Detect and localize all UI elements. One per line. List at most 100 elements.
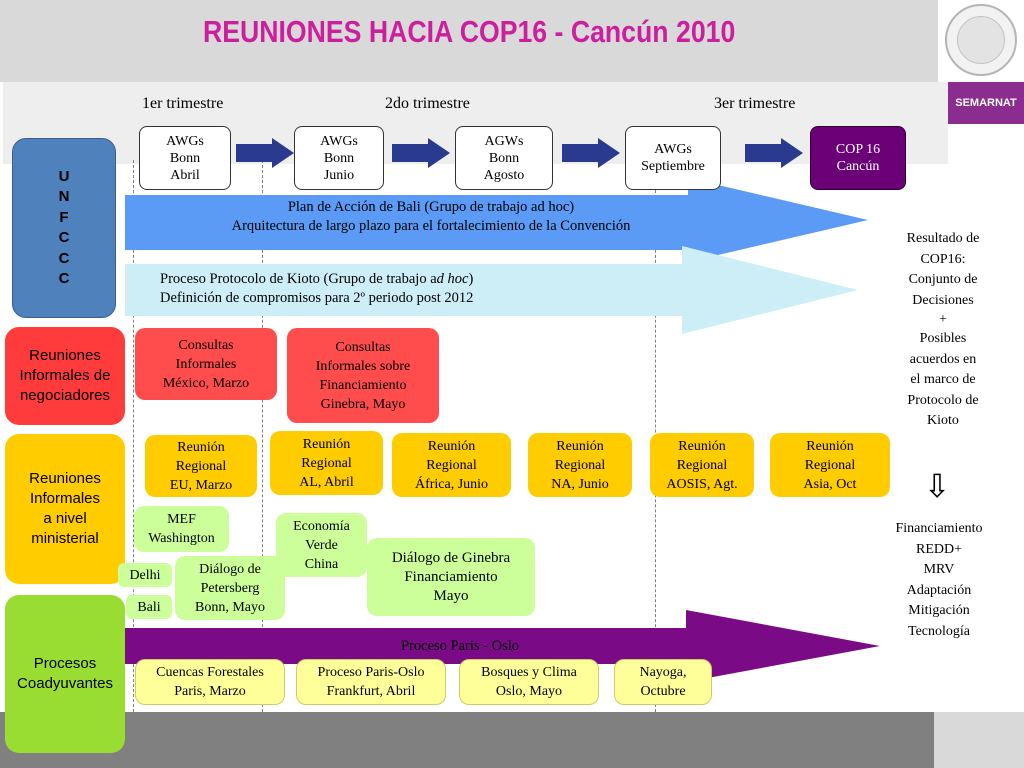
unfccc-letter: C <box>58 249 70 267</box>
unfccc-letter: C <box>58 229 70 246</box>
box-line: Reunión <box>678 438 726 454</box>
down-arrow-icon: ⇩ <box>923 467 951 505</box>
timeline-line: Bonn <box>323 150 355 166</box>
box-line: China <box>304 556 339 572</box>
box-line: Proceso Paris-Oslo <box>317 665 425 680</box>
box-line: Delhi <box>129 567 161 583</box>
box-line: Reunión <box>806 438 854 454</box>
timeline-line: Agosto <box>483 167 525 183</box>
label-line: Procesos <box>33 655 97 672</box>
box-line: Economía <box>293 518 350 534</box>
box-line: Reunión <box>427 438 476 454</box>
resultado-line: Posibles <box>919 331 967 346</box>
box-line: México, Marzo <box>162 375 250 391</box>
resultado-line: Protocolo de <box>907 392 979 408</box>
arrow-line: Arquitectura de largo plazo para el fort… <box>231 218 631 234</box>
resultado-cop16-text: Resultado de COP16: Conjunto de Decision… <box>882 229 1004 432</box>
box-line: Paris, Marzo <box>174 684 246 699</box>
label-line: Reuniones <box>29 347 101 364</box>
timeline-line: AWGs <box>654 142 692 157</box>
box-line: Regional <box>676 457 728 473</box>
box-line: Regional <box>301 455 352 471</box>
arrow-text-part: ) <box>468 271 474 287</box>
footer-band <box>0 712 1024 768</box>
timeline-arrow-icon <box>392 138 450 168</box>
timeline-line: AWGs <box>166 133 204 149</box>
box-line: Oslo, Mayo <box>495 684 563 699</box>
box-line: Washington <box>148 531 215 546</box>
resultado-line: Conjunto de <box>908 272 978 287</box>
timeline-arrow-icon <box>236 138 294 168</box>
tema-item: Adaptación <box>906 582 972 598</box>
temas-list: Financiamiento REDD+ MRV Adaptación Miti… <box>872 519 1006 642</box>
timeline-line: Bonn <box>169 150 201 166</box>
arrow-text-italic: d hoc <box>436 271 469 287</box>
tema-item: Mitigación <box>908 603 970 618</box>
box-line: Financiamiento <box>404 568 498 585</box>
ministerial-bali: Bali <box>126 595 172 619</box>
label-line: Coadyuvantes <box>17 675 113 692</box>
unfccc-letter: U <box>58 167 70 185</box>
box-line: Frankfurt, Abril <box>326 684 416 699</box>
timeline-line: AWGs <box>320 133 358 149</box>
timeline-line: Septiembre <box>641 159 705 174</box>
coadyuvante-nayoga: Nayoga,Octubre <box>614 659 712 705</box>
resultado-line: COP16: <box>920 251 966 267</box>
kioto-arrow-text: Proceso Protocolo de Kioto (Grupo de tra… <box>160 270 680 308</box>
kioto-arrow <box>125 246 858 334</box>
box-line: Regional <box>426 457 477 473</box>
box-line: Reunión <box>302 436 351 452</box>
guide-line-q1-end <box>262 160 263 712</box>
unfccc-letter: C <box>58 270 70 287</box>
mexican-seal-icon <box>945 4 1017 76</box>
box-line: AOSIS, Agt. <box>666 476 738 492</box>
box-line: Ginebra, Mayo <box>320 396 406 412</box>
box-line: Regional <box>804 457 856 473</box>
timeline-line: Cancún <box>836 159 880 174</box>
arrow-line: Plan de Acción de Bali (Grupo de trabajo… <box>287 199 575 215</box>
ministerial-delhi: Delhi <box>118 563 172 587</box>
unfccc-letter: N <box>58 188 70 205</box>
timeline-arrow-icon <box>745 138 803 168</box>
bali-arrow-text: Plan de Acción de Bali (Grupo de trabajo… <box>125 198 737 236</box>
box-line: África, Junio <box>414 476 489 492</box>
unfccc-label: U N F C C C <box>12 138 116 318</box>
arrow-line: Definición de compromisos para 2º period… <box>160 290 474 306</box>
quarter-label-1: 1er trimestre <box>142 95 224 112</box>
box-line: AL, Abril <box>299 474 354 490</box>
resultado-line: el marco de <box>910 372 976 387</box>
box-line: Financiamiento <box>319 377 407 393</box>
arrow-text-part: Proceso Protocolo de Kioto (Grupo de tra… <box>160 271 437 287</box>
timeline-line: AGWs <box>484 133 524 149</box>
title-band <box>0 0 938 82</box>
bali-arrow <box>125 178 868 262</box>
box-line: NA, Junio <box>551 476 609 492</box>
tema-item: MRV <box>923 562 955 577</box>
box-line: Octubre <box>640 684 686 699</box>
box-line: Reunión <box>177 439 225 455</box>
box-line: Verde <box>305 537 338 553</box>
box-line: Consultas <box>178 337 234 353</box>
eagle-emblem-icon <box>957 16 1005 64</box>
box-line: Informales <box>175 356 237 372</box>
paris-oslo-arrow-text: Proceso Paris - Oslo <box>400 638 519 654</box>
resultado-line: Resultado de <box>906 231 980 246</box>
box-line: Consultas <box>335 339 391 355</box>
tema-item: Tecnología <box>908 623 970 639</box>
